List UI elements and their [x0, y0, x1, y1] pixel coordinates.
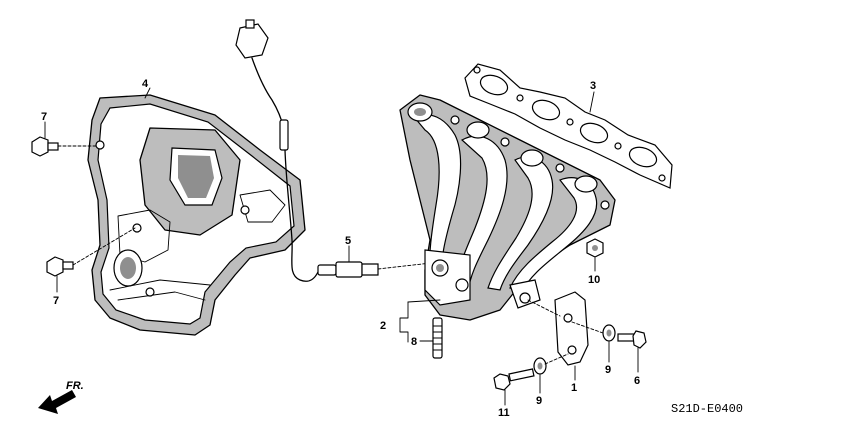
part-number-bolt-bottom: 11	[498, 407, 510, 419]
bolt-bottom	[493, 353, 569, 391]
bracket	[527, 291, 589, 366]
washer-bottom	[533, 357, 547, 375]
part-number-washer-bottom: 9	[536, 395, 542, 407]
part-number-stud-bolt: 8	[411, 336, 417, 348]
part-number-gasket: 3	[590, 80, 596, 92]
part-number-nut: 10	[588, 274, 600, 286]
part-number-washer-right: 9	[605, 364, 611, 376]
part-number-bolt-upper-left: 7	[41, 111, 47, 123]
front-direction-arrow: FR.	[38, 380, 84, 414]
exhaust-manifold	[399, 94, 616, 321]
part-number-manifold-assy: 2	[380, 320, 386, 332]
washer-right	[602, 324, 616, 342]
stud-bolt	[432, 317, 443, 359]
part-number-heat-shield: 4	[142, 78, 149, 90]
nut	[586, 238, 604, 258]
part-number-bolt-lower-left: 7	[53, 295, 59, 307]
diagram-code: S21D-E0400	[671, 402, 743, 416]
front-direction-label: FR.	[66, 380, 84, 392]
part-number-bolt-right: 6	[634, 375, 640, 387]
leader-lines	[44, 87, 639, 406]
bolt-lower-left	[46, 227, 136, 277]
oxygen-sensor	[235, 19, 441, 282]
part-number-bracket: 1	[571, 382, 577, 394]
part-number-oxygen-sensor: 5	[345, 235, 351, 247]
bolt-right	[571, 321, 647, 349]
heat-shield	[87, 94, 306, 336]
bolt-upper-left	[31, 136, 99, 157]
gasket	[464, 63, 673, 189]
